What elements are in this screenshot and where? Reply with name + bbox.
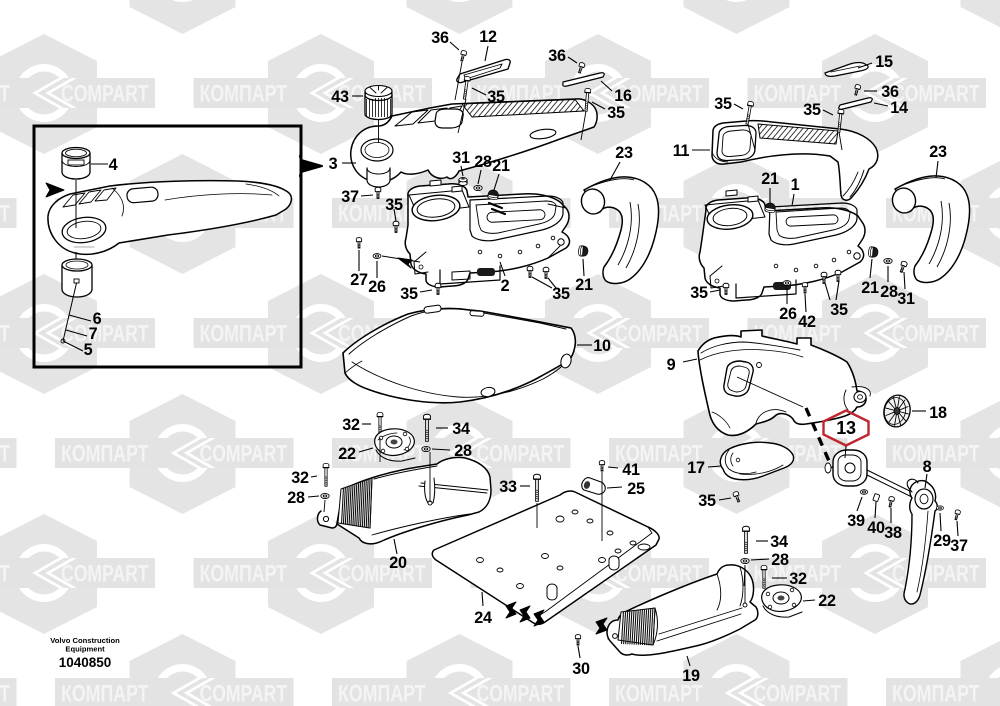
svg-text:36: 36	[548, 47, 566, 65]
svg-text:21: 21	[492, 157, 510, 175]
svg-text:35: 35	[803, 101, 821, 119]
svg-text:35: 35	[552, 285, 570, 303]
svg-text:19: 19	[682, 667, 700, 685]
svg-text:27: 27	[350, 271, 368, 289]
svg-text:36: 36	[431, 29, 449, 47]
svg-text:25: 25	[627, 480, 645, 498]
svg-text:40: 40	[867, 519, 885, 537]
svg-text:23: 23	[615, 144, 633, 162]
svg-text:1040850: 1040850	[59, 655, 112, 670]
svg-text:22: 22	[338, 445, 356, 463]
svg-text:34: 34	[452, 420, 470, 438]
svg-text:14: 14	[890, 99, 908, 117]
svg-text:Equipment: Equipment	[65, 645, 105, 654]
svg-text:23: 23	[929, 143, 947, 161]
svg-text:38: 38	[884, 524, 902, 542]
svg-text:2: 2	[501, 277, 510, 295]
svg-text:35: 35	[607, 104, 625, 122]
svg-text:31: 31	[452, 149, 470, 167]
svg-text:8: 8	[923, 458, 932, 476]
svg-text:9: 9	[667, 356, 676, 374]
svg-text:Volvo Construction: Volvo Construction	[50, 636, 120, 645]
svg-text:26: 26	[779, 305, 797, 323]
svg-text:36: 36	[881, 83, 899, 101]
svg-text:17: 17	[687, 459, 705, 477]
svg-text:32: 32	[342, 416, 360, 434]
svg-text:28: 28	[474, 153, 492, 171]
svg-text:6: 6	[93, 310, 102, 328]
svg-text:39: 39	[847, 512, 865, 530]
svg-text:13: 13	[836, 418, 856, 438]
svg-text:3: 3	[329, 155, 338, 173]
svg-text:35: 35	[714, 95, 732, 113]
svg-text:35: 35	[385, 196, 403, 214]
svg-text:42: 42	[798, 313, 816, 331]
svg-text:10: 10	[593, 337, 611, 355]
svg-text:7: 7	[89, 325, 98, 343]
svg-text:37: 37	[950, 537, 968, 555]
svg-text:24: 24	[474, 609, 492, 627]
svg-text:35: 35	[487, 88, 505, 106]
svg-text:16: 16	[614, 87, 632, 105]
svg-text:34: 34	[770, 533, 788, 551]
svg-text:35: 35	[400, 285, 418, 303]
svg-text:43: 43	[331, 88, 349, 106]
svg-text:21: 21	[761, 170, 779, 188]
svg-text:18: 18	[929, 404, 947, 422]
svg-text:29: 29	[933, 532, 951, 550]
svg-text:31: 31	[897, 290, 915, 308]
svg-text:28: 28	[771, 551, 789, 569]
svg-text:28: 28	[454, 442, 472, 460]
svg-text:5: 5	[84, 341, 93, 359]
svg-text:21: 21	[861, 279, 879, 297]
svg-text:32: 32	[789, 570, 807, 588]
svg-text:12: 12	[479, 28, 497, 46]
svg-text:35: 35	[690, 284, 708, 302]
svg-text:26: 26	[368, 278, 386, 296]
svg-text:41: 41	[622, 461, 640, 479]
svg-text:20: 20	[389, 554, 407, 572]
svg-text:37: 37	[341, 188, 359, 206]
svg-text:33: 33	[499, 478, 517, 496]
svg-text:35: 35	[698, 492, 716, 510]
svg-text:22: 22	[818, 592, 836, 610]
svg-text:32: 32	[291, 469, 309, 487]
svg-text:15: 15	[875, 53, 893, 71]
svg-text:28: 28	[287, 489, 305, 507]
svg-text:35: 35	[830, 301, 848, 319]
svg-text:21: 21	[575, 276, 593, 294]
svg-text:4: 4	[109, 156, 118, 174]
svg-text:11: 11	[673, 142, 690, 160]
svg-text:1: 1	[791, 176, 800, 194]
svg-text:28: 28	[880, 283, 898, 301]
svg-text:30: 30	[572, 660, 590, 678]
